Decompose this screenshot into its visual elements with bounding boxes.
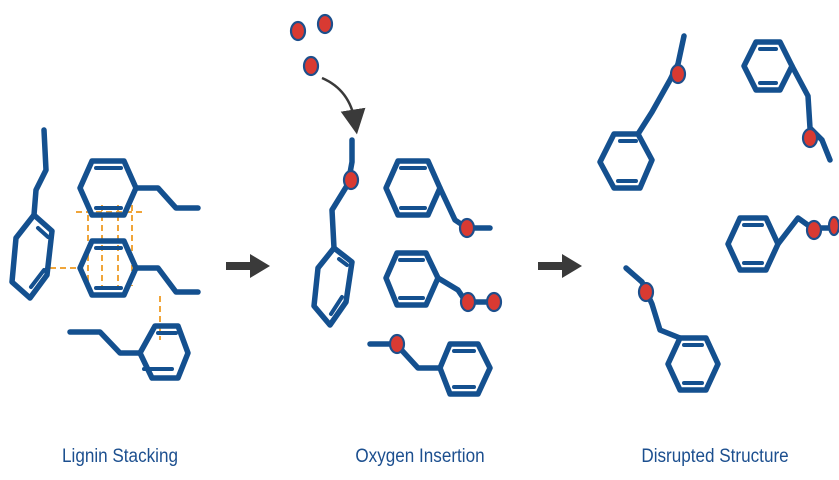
caption-oxygen-insertion: Oxygen Insertion: [355, 446, 485, 467]
reaction-diagram: [9, 13, 839, 397]
panel-oxygen-insertion: [289, 13, 503, 397]
lignin-unit-left: [9, 127, 55, 301]
fragment-top-left: [597, 33, 687, 191]
panel-lignin-stacking: [9, 127, 201, 381]
oxidized-unit-middle: [383, 250, 503, 313]
oxygen-molecules: [289, 13, 334, 77]
arrow-icon: [226, 254, 270, 278]
fragment-top-right: [741, 39, 833, 163]
panel-disrupted-structure: [597, 33, 839, 393]
oxidized-unit-left: [311, 137, 360, 328]
fragment-middle-right: [725, 215, 839, 273]
lignin-unit-bottom: [67, 323, 191, 381]
caption-disrupted-structure: Disrupted Structure: [641, 446, 789, 467]
stacking-interaction-lines: [50, 205, 161, 340]
curved-arrow-icon: [321, 76, 366, 135]
oxidized-unit-top: [383, 158, 493, 239]
lignin-unit-top: [77, 158, 201, 218]
lignin-unit-middle: [77, 238, 201, 298]
caption-lignin-stacking: Lignin Stacking: [62, 446, 178, 467]
fragment-bottom: [623, 265, 721, 393]
oxidized-unit-bottom: [367, 333, 493, 397]
arrow-icon: [538, 254, 582, 278]
